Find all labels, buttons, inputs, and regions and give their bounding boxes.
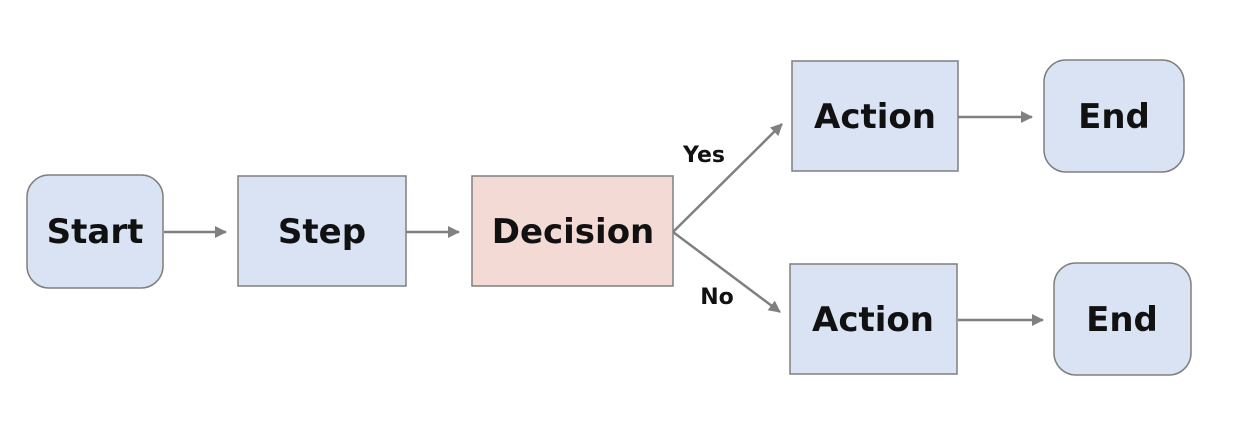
edge-decision-to-action-yes <box>672 123 783 233</box>
node-end-no-box <box>1053 262 1192 376</box>
node-action-no-box <box>789 263 958 375</box>
node-action-no: Action <box>789 263 958 375</box>
node-start-label: Start <box>47 212 144 252</box>
node-end-no-label: End <box>1086 300 1158 340</box>
node-action-no-label: Action <box>812 300 934 340</box>
node-end-yes-box <box>1043 59 1185 173</box>
edges <box>164 111 1044 326</box>
node-decision-label: Decision <box>492 212 655 252</box>
node-start-box <box>26 174 164 289</box>
node-end-yes-label: End <box>1078 97 1150 137</box>
node-end-no: End <box>1053 262 1192 376</box>
node-action-yes-label: Action <box>814 97 936 137</box>
node-decision: Decision <box>471 175 674 287</box>
node-action-yes-box <box>791 60 959 172</box>
node-step-box <box>237 175 407 287</box>
edge-label-yes: Yes <box>682 143 725 168</box>
edge-label-no: No <box>700 285 734 310</box>
edge-decision-to-action-no <box>672 230 781 314</box>
node-step: Step <box>237 175 407 287</box>
node-action-yes: Action <box>791 60 959 172</box>
node-start: Start <box>26 174 164 289</box>
node-end-yes: End <box>1043 59 1185 173</box>
node-step-label: Step <box>278 212 366 252</box>
node-decision-box <box>471 175 674 287</box>
